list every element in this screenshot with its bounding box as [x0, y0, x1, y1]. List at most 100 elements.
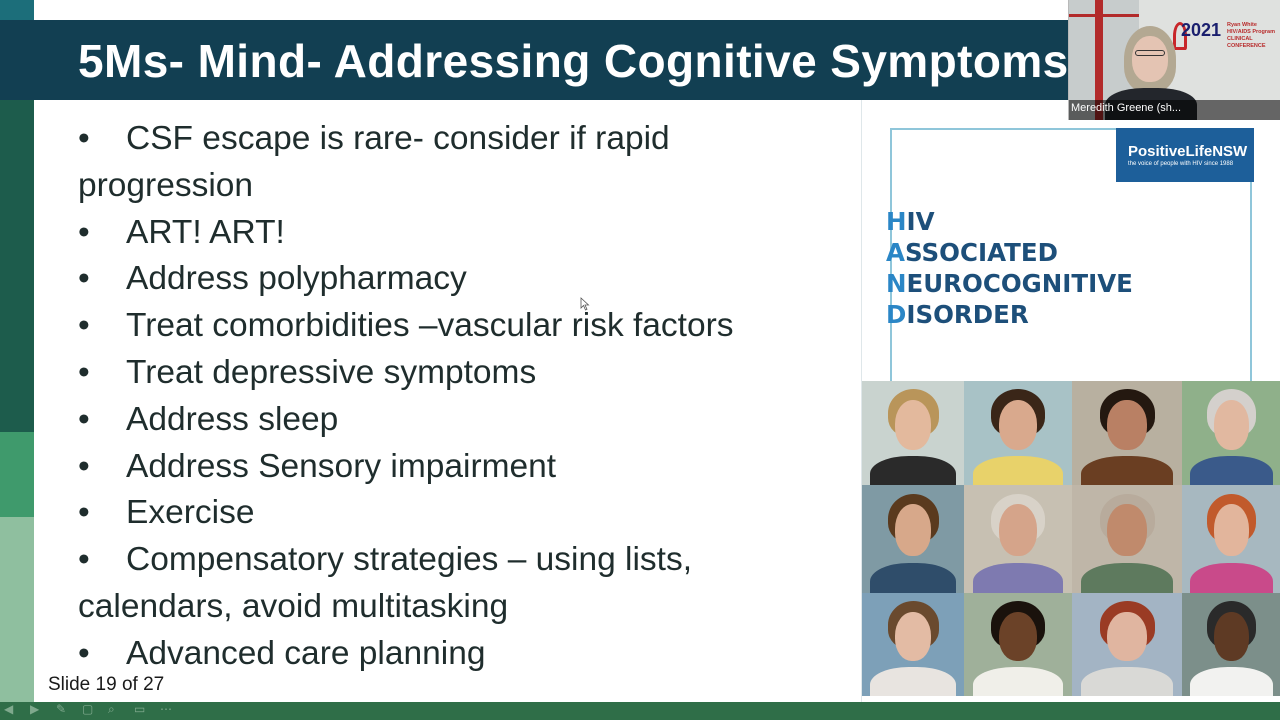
next-slide-icon[interactable]: ▶: [30, 702, 40, 716]
face-head: [1107, 611, 1147, 661]
face-head: [894, 504, 932, 557]
bullet-item: • Exercise: [78, 490, 868, 537]
bridge-cable: [1069, 14, 1139, 17]
hand-heading: HIV ASSOCIATED NEUROCOGNITIVE DISORDER: [886, 206, 1133, 330]
face-shoulders: [870, 667, 956, 696]
subtitle-icon[interactable]: ▭: [134, 702, 146, 716]
bullet-dot: •: [78, 353, 90, 391]
logo-tagline: the voice of people with HIV since 1988: [1128, 161, 1234, 167]
band-segment: [0, 517, 34, 702]
band-segment: [0, 100, 34, 432]
face-head: [1107, 504, 1147, 557]
bullet-list: •CSF escape is rare- consider if rapid p…: [78, 116, 868, 678]
presentation-control-bar: [0, 702, 1280, 720]
participant-name: Meredith Greene (sh...: [1071, 102, 1182, 114]
face-head: [1213, 399, 1250, 450]
pen-icon[interactable]: ✎: [56, 702, 67, 716]
bullet-text: Exercise: [126, 494, 255, 532]
bullet-dot: •: [78, 634, 90, 672]
bridge-tower: [1095, 0, 1103, 120]
conference-text: Ryan White HIV/AIDS Program CLINICAL CON…: [1227, 22, 1275, 49]
face-photo: [1182, 381, 1280, 485]
previous-slide-icon[interactable]: ◀: [4, 702, 14, 716]
face-photo: [964, 485, 1072, 593]
bullet-item: • Treat depressive symptoms: [78, 350, 868, 397]
more-options-icon[interactable]: ⋯: [160, 702, 172, 716]
heading-rest: EUROCOGNITIVE: [906, 269, 1133, 298]
bullet-dot: •: [78, 307, 90, 345]
face-photo: [964, 593, 1072, 696]
heading-rest: ISORDER: [906, 300, 1029, 329]
face-shoulders: [1080, 455, 1174, 485]
bullet-item: • Address Sensory impairment: [78, 444, 868, 491]
bullet-text: CSF escape is rare- consider if rapid: [126, 120, 670, 157]
presenter-glasses: [1135, 50, 1165, 56]
face-photo: [1182, 593, 1280, 696]
bullet-text: Compensatory strategies – using lists,: [126, 541, 693, 579]
heading-line: HIV: [886, 206, 1133, 237]
webcam-thumbnail[interactable]: 2021 Ryan White HIV/AIDS Program CLINICA…: [1068, 0, 1280, 120]
bullet-continuation: calendars, avoid multitasking: [78, 584, 868, 631]
bullet-dot: •: [78, 213, 90, 251]
presenter-face: [1132, 36, 1168, 82]
bullet-item: •Address polypharmacy: [78, 256, 868, 303]
heading-initial: A: [886, 238, 905, 267]
bullet-dot: •: [78, 447, 90, 485]
heading-initial: N: [886, 269, 907, 298]
bullet-item: •CSF escape is rare- consider if rapid: [78, 116, 868, 163]
face-shoulders: [972, 455, 1064, 485]
face-shoulders: [972, 562, 1064, 593]
bullet-item: • ART! ART!: [78, 210, 868, 257]
bullet-text: calendars, avoid multitasking: [78, 587, 509, 625]
slide-title: 5Ms- Mind- Addressing Cognitive Symptoms: [78, 35, 1068, 87]
bullet-continuation: progression: [78, 163, 868, 210]
bullet-dot: •: [78, 541, 90, 579]
poster-image: PositiveLifeNSW the voice of people with…: [861, 100, 1280, 702]
bullet-text: ART! ART!: [126, 213, 285, 251]
bullet-text: Treat comorbidities –vascular risk facto…: [126, 307, 734, 345]
face-shoulders: [1080, 667, 1174, 696]
left-decorative-band: [0, 0, 34, 720]
face-photo: [1072, 381, 1182, 485]
conference-year: 2021: [1181, 20, 1222, 40]
slides-icon[interactable]: ▢: [82, 702, 94, 716]
heading-initial: D: [886, 300, 907, 329]
face-photo: [862, 593, 964, 696]
face-shoulders: [1080, 562, 1174, 593]
faces-photo-grid: [862, 381, 1280, 696]
face-photo: [1182, 485, 1280, 593]
face-head: [894, 399, 932, 450]
heading-initial: H: [886, 207, 907, 236]
bullet-dot: •: [78, 494, 90, 532]
mouse-pointer-icon: [580, 297, 590, 311]
face-shoulders: [870, 562, 956, 593]
bullet-item: • Compensatory strategies – using lists,: [78, 537, 868, 584]
zoom-icon[interactable]: ⌕: [108, 702, 115, 716]
logo-name: PositiveLifeNSW: [1128, 143, 1248, 160]
bullet-text: Address polypharmacy: [126, 260, 467, 298]
face-shoulders: [972, 667, 1064, 696]
face-photo: [964, 381, 1072, 485]
bullet-text: Treat depressive symptoms: [126, 353, 537, 391]
face-head: [894, 611, 932, 661]
slide-content: • CSF escape is rare- consider if rapid p…: [34, 100, 860, 702]
bullet-item: • Treat comorbidities –vascular risk fact…: [78, 303, 868, 350]
positive-life-logo: PositiveLifeNSW the voice of people with…: [1116, 128, 1254, 182]
face-shoulders: [1189, 455, 1274, 485]
face-photo: [1072, 485, 1182, 593]
face-head: [998, 504, 1038, 557]
heading-line: DISORDER: [886, 299, 1133, 330]
face-shoulders: [870, 455, 956, 485]
face-photo: [862, 381, 964, 485]
slide-title-bar: 5Ms- Mind- Addressing Cognitive Symptoms: [0, 20, 1068, 100]
face-photo: [1072, 593, 1182, 696]
heading-rest: SSOCIATED: [904, 238, 1058, 267]
awareness-ribbon-icon: [1173, 22, 1187, 50]
bullet-text: progression: [78, 166, 254, 204]
heading-line: ASSOCIATED: [886, 237, 1133, 268]
bullet-text: Address Sensory impairment: [126, 447, 557, 485]
face-head: [1213, 611, 1250, 661]
face-head: [998, 611, 1038, 661]
bullet-dot: •: [78, 400, 90, 438]
heading-rest: IV: [906, 207, 935, 236]
